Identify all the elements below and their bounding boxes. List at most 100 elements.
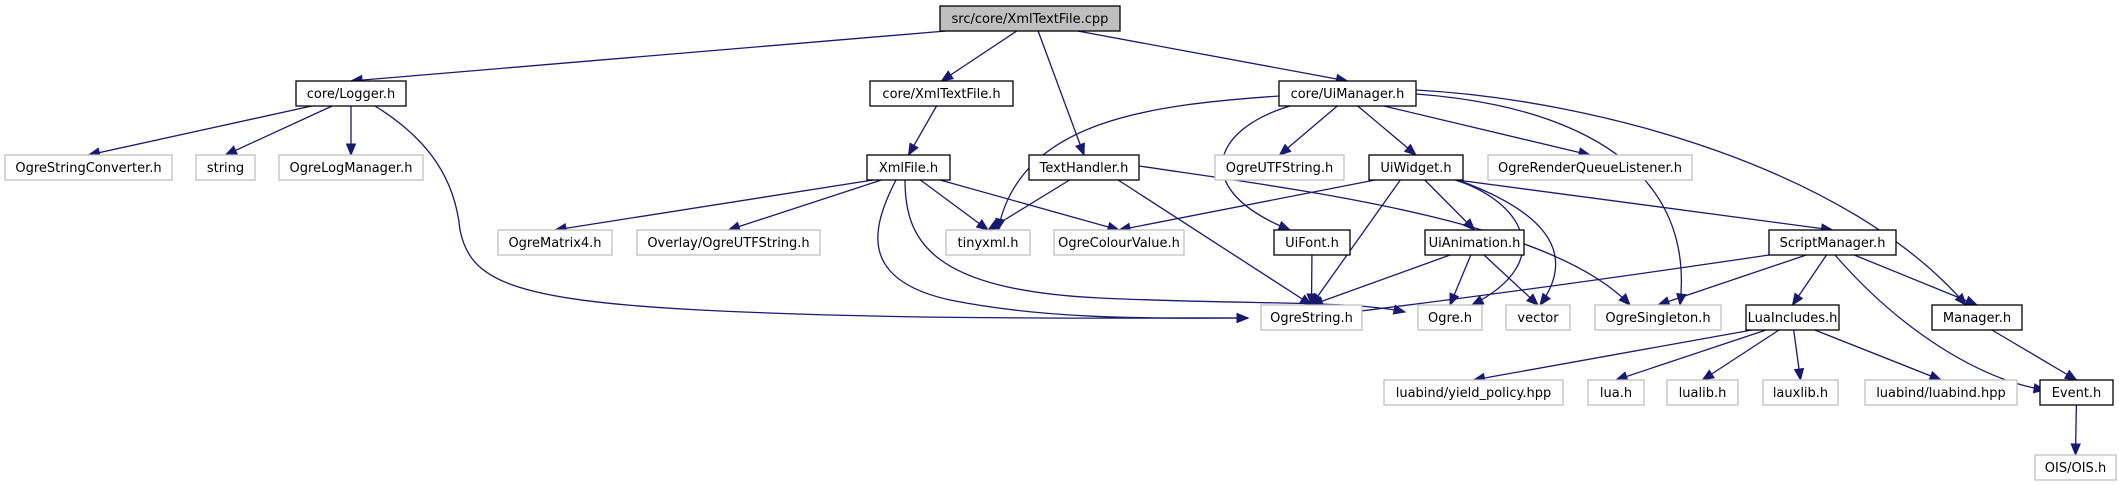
node-box <box>1368 154 1464 181</box>
node-label: XmlFile.h <box>879 161 938 176</box>
edge-line <box>1657 254 1807 306</box>
edge-line <box>1279 105 1338 156</box>
arrowhead-icon <box>1306 293 1317 307</box>
node-box <box>1260 304 1363 331</box>
arrowhead-icon <box>2070 443 2081 457</box>
node-label: ScriptManager.h <box>1780 236 1886 251</box>
node-vector: vector <box>1505 304 1571 331</box>
node-box <box>1214 154 1345 181</box>
node-box <box>1417 304 1483 331</box>
edge-line <box>1117 179 1312 306</box>
node-box <box>1273 229 1351 256</box>
arrowhead-icon <box>907 142 919 157</box>
edge-uimanager-to-ogrerenderqueuelistener <box>1383 105 1592 158</box>
edge-line <box>1310 179 1401 306</box>
arrowhead-icon <box>940 70 954 82</box>
edge-cpp-to-logger <box>349 30 947 86</box>
node-manager[interactable]: Manager.h <box>1931 304 2023 331</box>
edge-texthandler-to-ogrestring <box>1117 179 1313 306</box>
edge-line <box>997 95 1280 231</box>
arrowhead-icon <box>1462 218 1476 231</box>
node-box <box>1931 304 2023 331</box>
node-label: Event.h <box>2052 386 2102 401</box>
node-box <box>2034 454 2117 481</box>
node-box <box>945 229 1031 256</box>
node-label: OgreUTFString.h <box>1226 161 1333 176</box>
edge-line <box>941 30 1018 82</box>
edge-uifont-to-ogrestring <box>1306 254 1317 307</box>
node-label: LuaIncludes.h <box>1748 311 1838 326</box>
node-xmltextfile-h[interactable]: core/XmlTextFile.h <box>869 80 1014 107</box>
node-luaincludes[interactable]: LuaIncludes.h <box>1745 304 1840 331</box>
arrowhead-icon <box>1278 143 1292 156</box>
node-overlayutf: Overlay/OgreUTFString.h <box>636 229 821 256</box>
edge-line <box>920 179 989 231</box>
edge-logger-to-ogrestring <box>374 105 1250 324</box>
edge-uianimation-to-ogrestring <box>1310 254 1451 307</box>
node-label: lualib.h <box>1679 386 1727 401</box>
edge-uimanager-to-uiwidget <box>1357 105 1418 156</box>
node-box <box>1666 379 1739 406</box>
edge-line <box>1702 329 1780 381</box>
node-string: string <box>195 154 256 181</box>
node-ogrestringconverter: OgreStringConverter.h <box>4 154 173 181</box>
node-ogrecolourvalue: OgreColourValue.h <box>1053 229 1185 256</box>
edge-luaincludes-to-lualib <box>1701 329 1780 381</box>
node-uimanager[interactable]: core/UiManager.h <box>1278 80 1417 107</box>
nodes-layer: src/core/XmlTextFile.cpp core/Logger.h cor… <box>4 5 2117 481</box>
edge-scriptmanager-to-luaincludes <box>1791 254 1828 307</box>
edge-line <box>1615 329 1767 381</box>
edge-uianimation-to-vector <box>1483 254 1539 306</box>
arrowhead-icon <box>345 143 357 157</box>
node-label: OgreSingleton.h <box>1605 311 1710 326</box>
node-ogre: Ogre.h <box>1417 304 1483 331</box>
node-box <box>1587 379 1645 406</box>
node-box <box>1505 304 1571 331</box>
node-label: src/core/XmlTextFile.cpp <box>952 12 1109 27</box>
node-lauxlib: lauxlib.h <box>1762 379 1839 406</box>
edge-line <box>1415 89 1967 306</box>
edge-xmlfile-to-ogrematrix4 <box>553 179 874 234</box>
edge-line <box>1037 30 1085 156</box>
node-xmlfile[interactable]: XmlFile.h <box>866 154 951 181</box>
edge-uimanager-to-ogreutfstring <box>1278 105 1338 156</box>
node-scriptmanager[interactable]: ScriptManager.h <box>1768 229 1897 256</box>
edge-line <box>88 105 312 156</box>
arrowhead-icon <box>1791 292 1804 307</box>
node-event[interactable]: Event.h <box>2039 379 2114 406</box>
edge-line <box>1424 179 1475 231</box>
node-box <box>195 154 256 181</box>
node-label: OgreMatrix4.h <box>508 236 601 251</box>
node-label: OgreLogManager.h <box>290 161 413 176</box>
node-uifont[interactable]: UiFont.h <box>1273 229 1351 256</box>
node-ogresingleton: OgreSingleton.h <box>1594 304 1722 331</box>
node-label: core/XmlTextFile.h <box>882 87 1000 102</box>
node-label: UiFont.h <box>1285 236 1339 251</box>
arrowhead-icon <box>1298 294 1313 306</box>
node-logger[interactable]: core/Logger.h <box>295 80 407 107</box>
edge-luaincludes-to-luabind <box>1814 329 1943 381</box>
node-label: Manager.h <box>1943 311 2011 326</box>
node-label: Overlay/OgreUTFString.h <box>647 236 809 251</box>
edge-texthandler-to-ogresingleton <box>1138 165 1631 306</box>
edge-line <box>1834 254 2046 391</box>
node-box <box>497 229 613 256</box>
edge-line <box>1415 93 1683 306</box>
edge-luaincludes-to-lauxlib <box>1793 329 1805 382</box>
node-uianimation[interactable]: UiAnimation.h <box>1424 229 1525 256</box>
node-box <box>295 80 407 107</box>
node-uiwidget[interactable]: UiWidget.h <box>1368 154 1464 181</box>
node-label: Ogre.h <box>1428 311 1472 326</box>
edge-luaincludes-to-lua <box>1614 329 1767 382</box>
node-box <box>1594 304 1722 331</box>
node-box <box>636 229 821 256</box>
edge-uiwidget-to-uianimation <box>1424 179 1476 231</box>
node-label: OIS/OIS.h <box>2045 461 2106 476</box>
node-box <box>1424 229 1525 256</box>
edge-line <box>1357 105 1417 156</box>
node-texthandler[interactable]: TextHandler.h <box>1028 154 1140 181</box>
node-cpp[interactable]: src/core/XmlTextFile.cpp <box>939 5 1121 32</box>
edges-layer <box>87 30 2081 457</box>
node-label: UiAnimation.h <box>1429 236 1521 251</box>
edge-line <box>877 179 1249 319</box>
